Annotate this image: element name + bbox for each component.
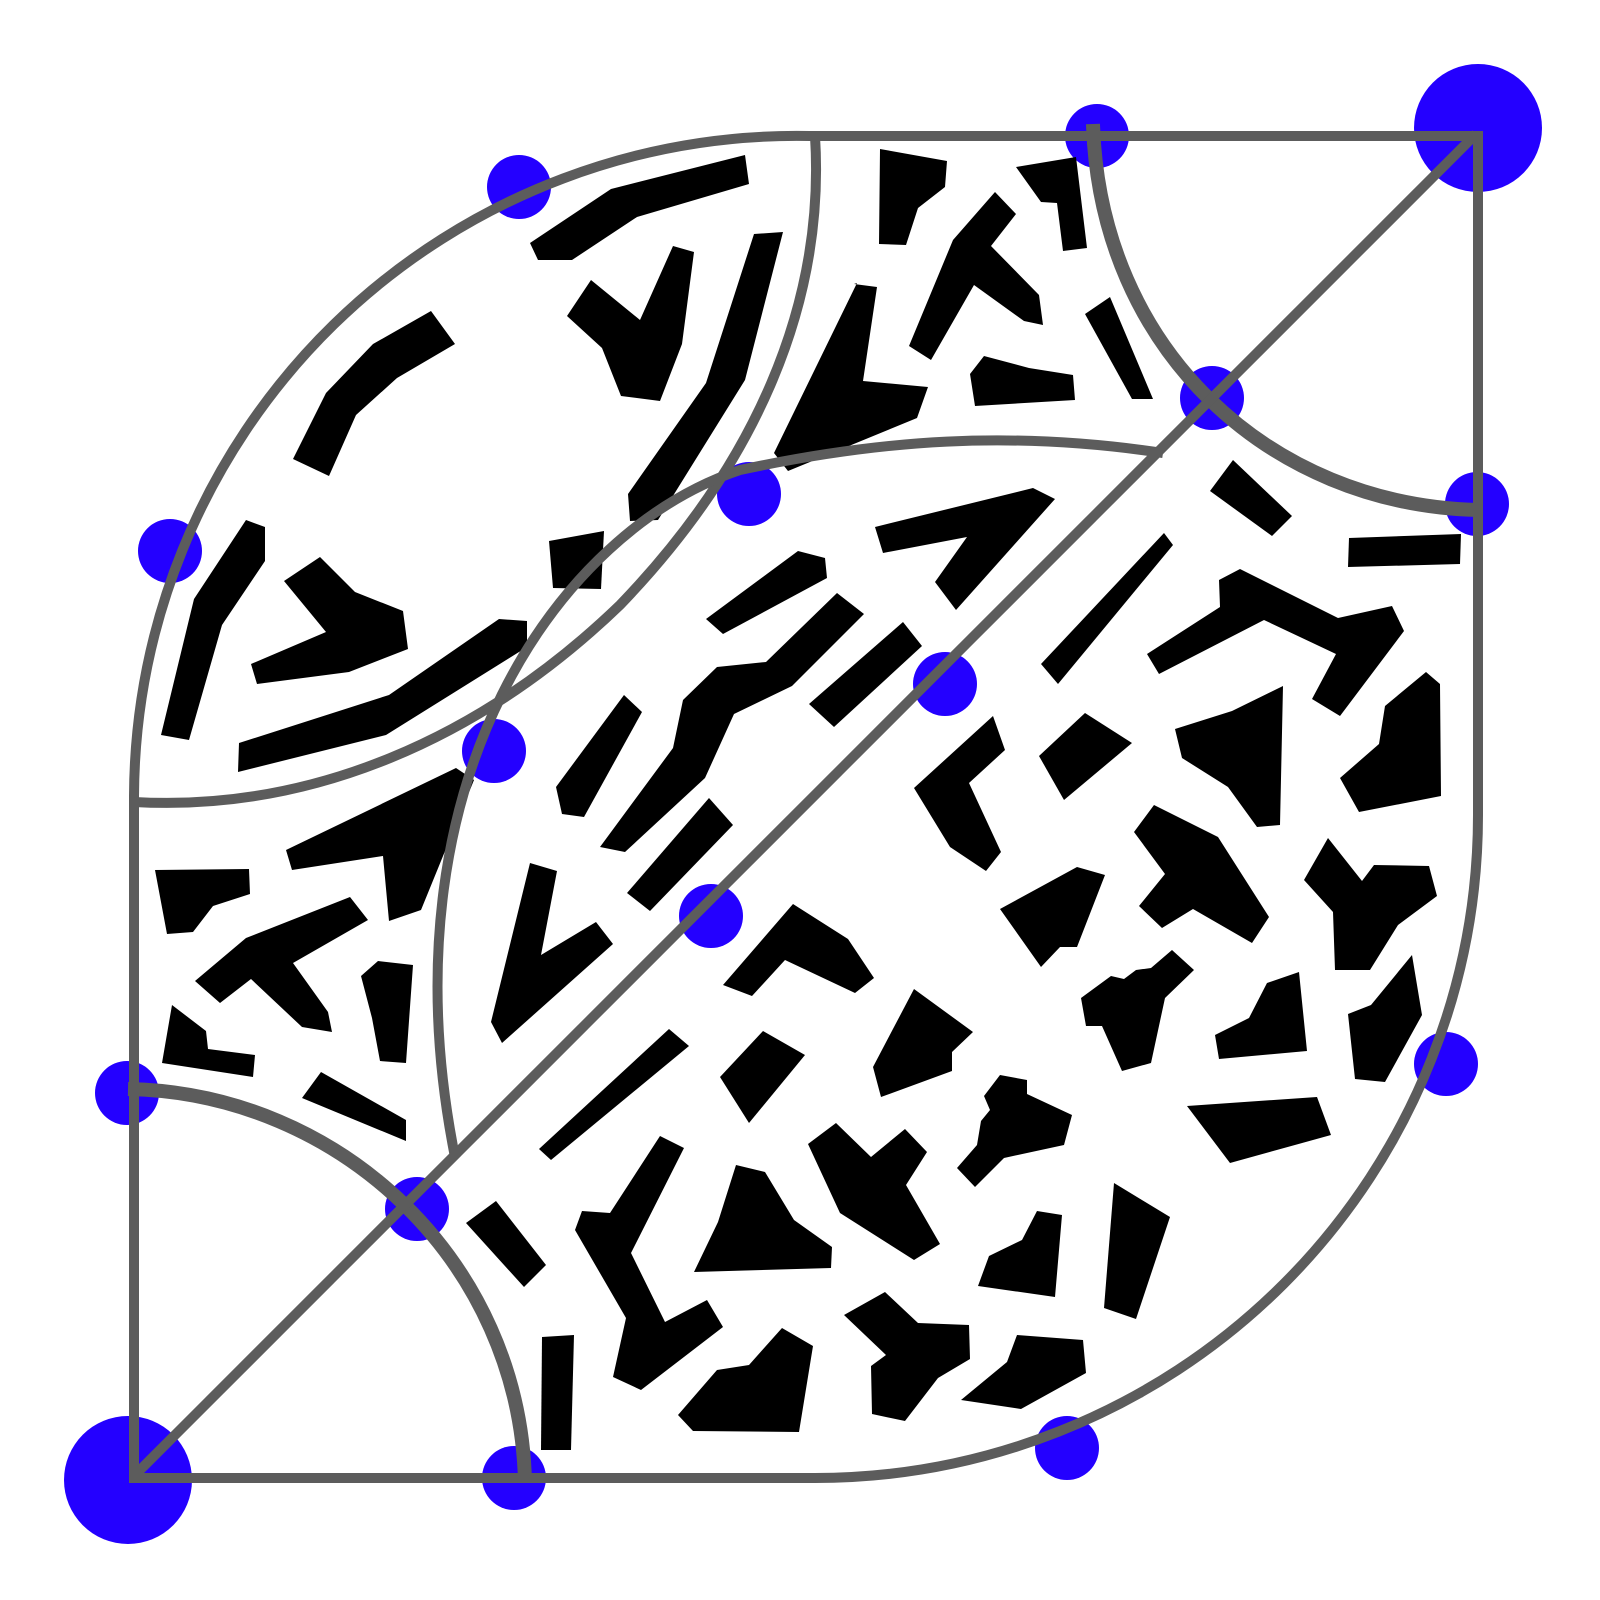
- diagonal-line: [130, 130, 1480, 1480]
- fragment: [1348, 955, 1422, 1082]
- fragment: [567, 246, 694, 401]
- fragment: [541, 1335, 574, 1450]
- vertex-marker: [913, 652, 977, 716]
- fragment: [1147, 569, 1404, 716]
- fragment: [1210, 460, 1292, 536]
- fragment: [1175, 686, 1283, 827]
- fragment: [914, 716, 1005, 871]
- fragment: [466, 1201, 546, 1287]
- fragment: [1081, 950, 1194, 1071]
- fragment: [678, 1328, 813, 1432]
- central-lens-arc: [432, 435, 1164, 1158]
- fragment: [491, 863, 613, 1043]
- fragment: [238, 619, 527, 772]
- fragment: [720, 1031, 805, 1123]
- fragment: [774, 283, 928, 471]
- fragments: [155, 149, 1461, 1450]
- outer-rounded-square: [129, 130, 1483, 1483]
- fragment: [694, 1165, 832, 1272]
- fragment: [1134, 805, 1269, 943]
- fragment: [808, 1123, 940, 1260]
- fragment: [628, 232, 783, 521]
- fragment: [879, 149, 947, 245]
- fragment: [875, 488, 1055, 610]
- fragment: [961, 1335, 1086, 1409]
- fragment: [530, 155, 749, 260]
- fragment: [844, 1292, 970, 1421]
- fragment: [539, 1029, 689, 1160]
- fragment: [970, 356, 1075, 406]
- fragment: [195, 897, 368, 1032]
- vertex-marker: [1414, 1032, 1478, 1096]
- fragment: [361, 961, 413, 1063]
- fragment: [809, 622, 922, 727]
- fragment: [293, 311, 455, 476]
- vertex-marker: [717, 462, 781, 526]
- upper-left-lens-arc: [133, 135, 821, 808]
- fragment: [1085, 297, 1153, 399]
- fragment: [1348, 534, 1461, 567]
- fragment: [600, 593, 864, 852]
- vertex-marker: [679, 884, 743, 948]
- fragment: [302, 1072, 406, 1141]
- fragment: [575, 1136, 723, 1390]
- fragment: [1187, 1097, 1331, 1163]
- vertex-marker: [95, 1061, 159, 1125]
- fragment: [909, 192, 1043, 360]
- fragment: [1016, 157, 1087, 251]
- construction-guides: [127, 123, 1483, 1483]
- fragment: [1000, 867, 1105, 967]
- fragment: [162, 1005, 255, 1077]
- fragment: [706, 551, 827, 634]
- fragment: [723, 904, 874, 996]
- fragment: [1041, 533, 1173, 684]
- fragment: [161, 520, 265, 740]
- fragment: [873, 989, 973, 1097]
- fragment: [957, 1075, 1072, 1187]
- fragment: [251, 557, 408, 684]
- vertex-marker: [462, 719, 526, 783]
- fragment: [1304, 838, 1437, 970]
- fragment: [1215, 972, 1307, 1059]
- fragment: [1039, 713, 1132, 800]
- fragment: [556, 695, 642, 817]
- fragment: [155, 869, 250, 934]
- fragment: [286, 768, 474, 921]
- fragment: [1340, 672, 1441, 812]
- fragment: [978, 1211, 1062, 1297]
- fragment: [1104, 1183, 1170, 1319]
- fragment: [627, 798, 733, 911]
